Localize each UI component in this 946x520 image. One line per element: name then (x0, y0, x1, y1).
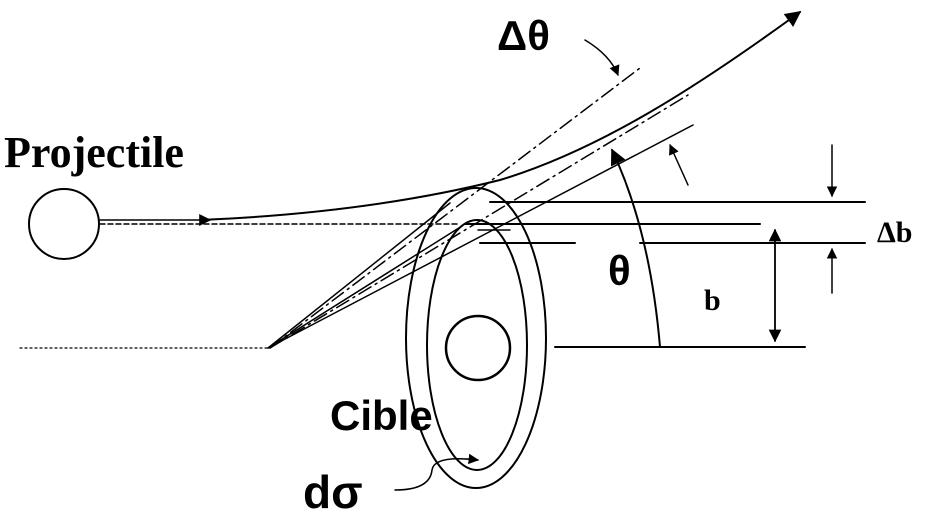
ring-inner (426, 219, 528, 471)
angle-ray-3 (267, 202, 451, 349)
asymptote-line-1 (269, 67, 641, 349)
projectile-circle (28, 188, 100, 260)
d-sigma-pointer (394, 453, 480, 491)
theta-tick-arrow (669, 144, 689, 186)
scattered-trajectory (199, 11, 802, 221)
target-label: Cible (330, 392, 433, 439)
theta-arc (610, 148, 661, 348)
ring-outer (405, 187, 547, 489)
cross-section-label: dσ (303, 466, 363, 518)
asymptote-line-2 (269, 94, 689, 349)
delta-theta-pointer (584, 39, 620, 76)
theta-label: θ (608, 247, 631, 294)
projectile-label: Projectile (4, 128, 184, 177)
delta-b-label: Δb (877, 216, 913, 249)
b-label: b (704, 284, 721, 317)
target-circle (444, 314, 512, 382)
delta-theta-label: Δθ (497, 12, 550, 59)
angle-ray-1 (267, 124, 694, 349)
angle-ray-2 (267, 225, 463, 349)
